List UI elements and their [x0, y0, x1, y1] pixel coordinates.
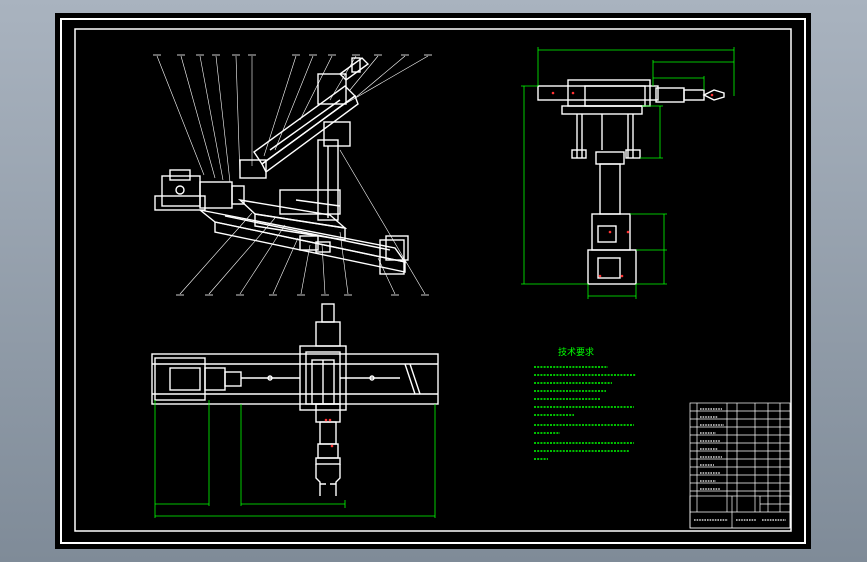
- side-view: [537, 79, 725, 285]
- inner-frame: [74, 28, 792, 532]
- technical-requirements: 技术要求: [534, 346, 636, 460]
- top-view: [151, 303, 439, 496]
- side-view-accents: [551, 91, 714, 278]
- parts-list-table: [689, 402, 791, 529]
- top-view-accents: [324, 418, 334, 448]
- sheet-background: [55, 13, 811, 549]
- tech-req-lines: [534, 366, 636, 460]
- parts-list-text: [694, 408, 786, 521]
- tech-req-title: 技术要求: [558, 346, 594, 358]
- isometric-view: [153, 54, 432, 296]
- bottom-leader-lines: [179, 149, 426, 295]
- top-view-dimensions: [154, 400, 436, 518]
- parts-list-rows: [690, 410, 790, 492]
- side-view-dimensions: [521, 47, 735, 299]
- top-leader-lines: [156, 55, 429, 183]
- outer-frame: [60, 18, 806, 544]
